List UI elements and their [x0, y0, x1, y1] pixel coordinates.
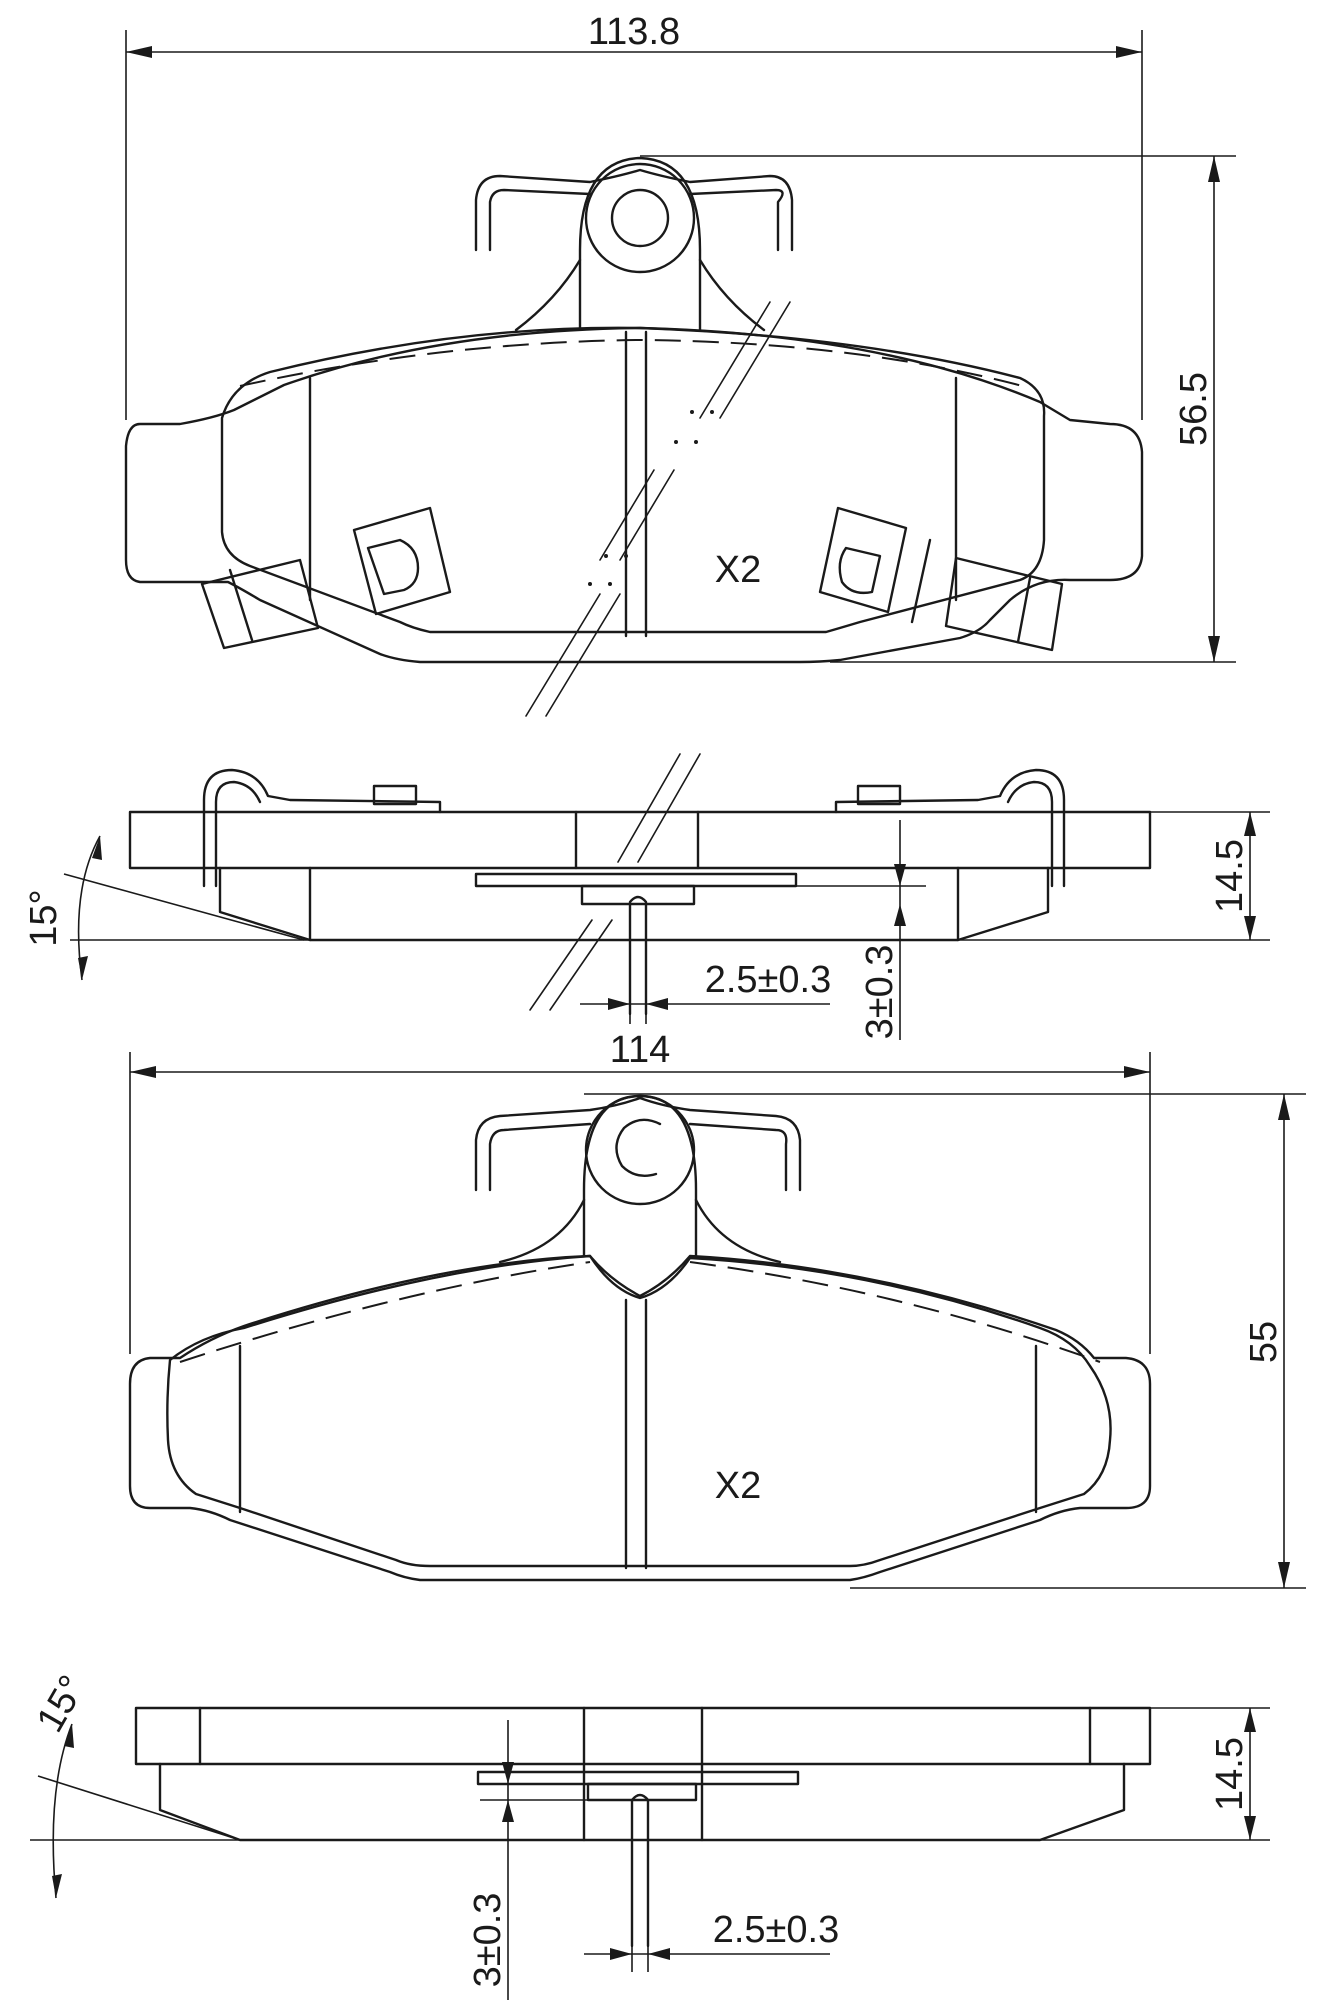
dim-side-1-angle: 15° — [23, 835, 305, 981]
dim-side-2-tab-height: 3±0.3 — [467, 1720, 588, 2000]
dim-side-1-thickness: 14.5 — [1209, 812, 1256, 940]
side-1-break-lines — [529, 753, 701, 1011]
pad-2-backing-plate — [128, 1254, 1152, 1582]
dim-side-2-tab-height-value: 3±0.3 — [467, 1893, 509, 1988]
dim-side-2-angle: 15° — [29, 1669, 241, 1899]
pad-2-top-view: X2 114 55 — [128, 1029, 1306, 1589]
pad-2-boss-fillet-left — [498, 1198, 586, 1264]
pad-2-spring-clip — [474, 1096, 802, 1192]
pad-1-backing-plate — [124, 326, 1144, 664]
pad-1-boss-fillet-left — [514, 258, 582, 332]
pad-1-boss-outer-circle — [584, 162, 696, 274]
dim-side-2-tab-width: 2.5±0.3 — [584, 1840, 839, 1972]
pad-2-quantity-label: X2 — [715, 1465, 761, 1507]
pad-1-friction-material — [220, 326, 1046, 634]
dim-top-2-width-value: 114 — [610, 1029, 671, 1071]
dim-side-2-tab-width-value: 2.5±0.3 — [713, 1909, 840, 1951]
dim-side-1-tab-width: 2.5±0.3 — [580, 940, 831, 1024]
side-1-backing-plate — [128, 810, 1152, 870]
dim-top-1-height-value: 56.5 — [1173, 372, 1215, 446]
pad-1-spring-clip-inner — [488, 188, 784, 252]
pad-2-boss-fillet-right — [694, 1198, 782, 1264]
side-2-backing-plate — [134, 1706, 1152, 1766]
side-1-clip-right — [834, 768, 1066, 888]
pad-2-spring-clip-inner — [488, 1122, 788, 1192]
side-2-tab-pin — [630, 1793, 650, 1948]
dim-top-2-width: 114 — [129, 1029, 1151, 1354]
pad-2-wear-line — [179, 1261, 591, 1363]
pad-2-side-view: 14.5 15° 3±0.3 2.5±0.3 — [29, 1669, 1270, 2000]
side-1-shim — [474, 872, 798, 888]
pad-1-side-view: 14.5 15° 3±0.3 2.5±0.3 — [23, 753, 1270, 1040]
pad-2-wear-line-right — [689, 1261, 1101, 1363]
pad-1-boss-fillet-right — [698, 258, 766, 332]
dim-side-1-tab-height: 3±0.3 — [694, 820, 926, 1040]
pad-2-friction-material — [166, 1254, 1112, 1568]
pad-1-break-lines — [525, 301, 791, 717]
dim-top-1-width: 113.8 — [125, 11, 1143, 420]
pad-1-center-boss — [578, 156, 702, 332]
side-2-tab-base — [586, 1782, 698, 1802]
pad-1-indicator-right — [818, 506, 1064, 652]
pad-1-spring-clip — [474, 168, 794, 252]
side-1-tab-pin — [628, 895, 648, 1016]
dim-side-2-thickness: 14.5 — [1209, 1708, 1256, 1840]
side-1-clip-left — [202, 768, 442, 888]
pad-1-indicator-left — [200, 506, 452, 650]
dim-top-1-width-value: 113.8 — [588, 11, 680, 53]
pad-1-boss-hole — [610, 188, 670, 248]
pad-1-top-view: X2 113.8 56.5 — [124, 11, 1236, 717]
dim-side-2-thickness-value: 14.5 — [1209, 1737, 1251, 1811]
pad-1-quantity-label: X2 — [715, 549, 761, 591]
pad-1-wear-line — [239, 338, 1031, 389]
dim-side-1-angle-value: 15° — [23, 889, 65, 946]
dim-top-1-height: 56.5 — [640, 155, 1236, 663]
side-2-friction-material — [158, 1762, 1126, 1842]
side-1-clip-block-right — [856, 784, 902, 806]
pad-2-boss-outer-circle — [584, 1094, 696, 1206]
pad-2-boss-hole — [615, 1118, 662, 1177]
dim-side-2-angle-value: 15° — [29, 1669, 94, 1740]
dim-side-1-tab-height-value: 3±0.3 — [859, 945, 901, 1040]
dim-side-1-tab-width-value: 2.5±0.3 — [705, 959, 832, 1001]
dim-top-2-height: 55 — [584, 1093, 1306, 1589]
side-1-clip-block-left — [372, 784, 418, 806]
dim-side-1-thickness-value: 14.5 — [1209, 839, 1251, 913]
dim-top-2-height-value: 55 — [1243, 1321, 1285, 1363]
side-2-shim — [476, 1770, 800, 1786]
side-1-tab-base — [580, 884, 696, 906]
